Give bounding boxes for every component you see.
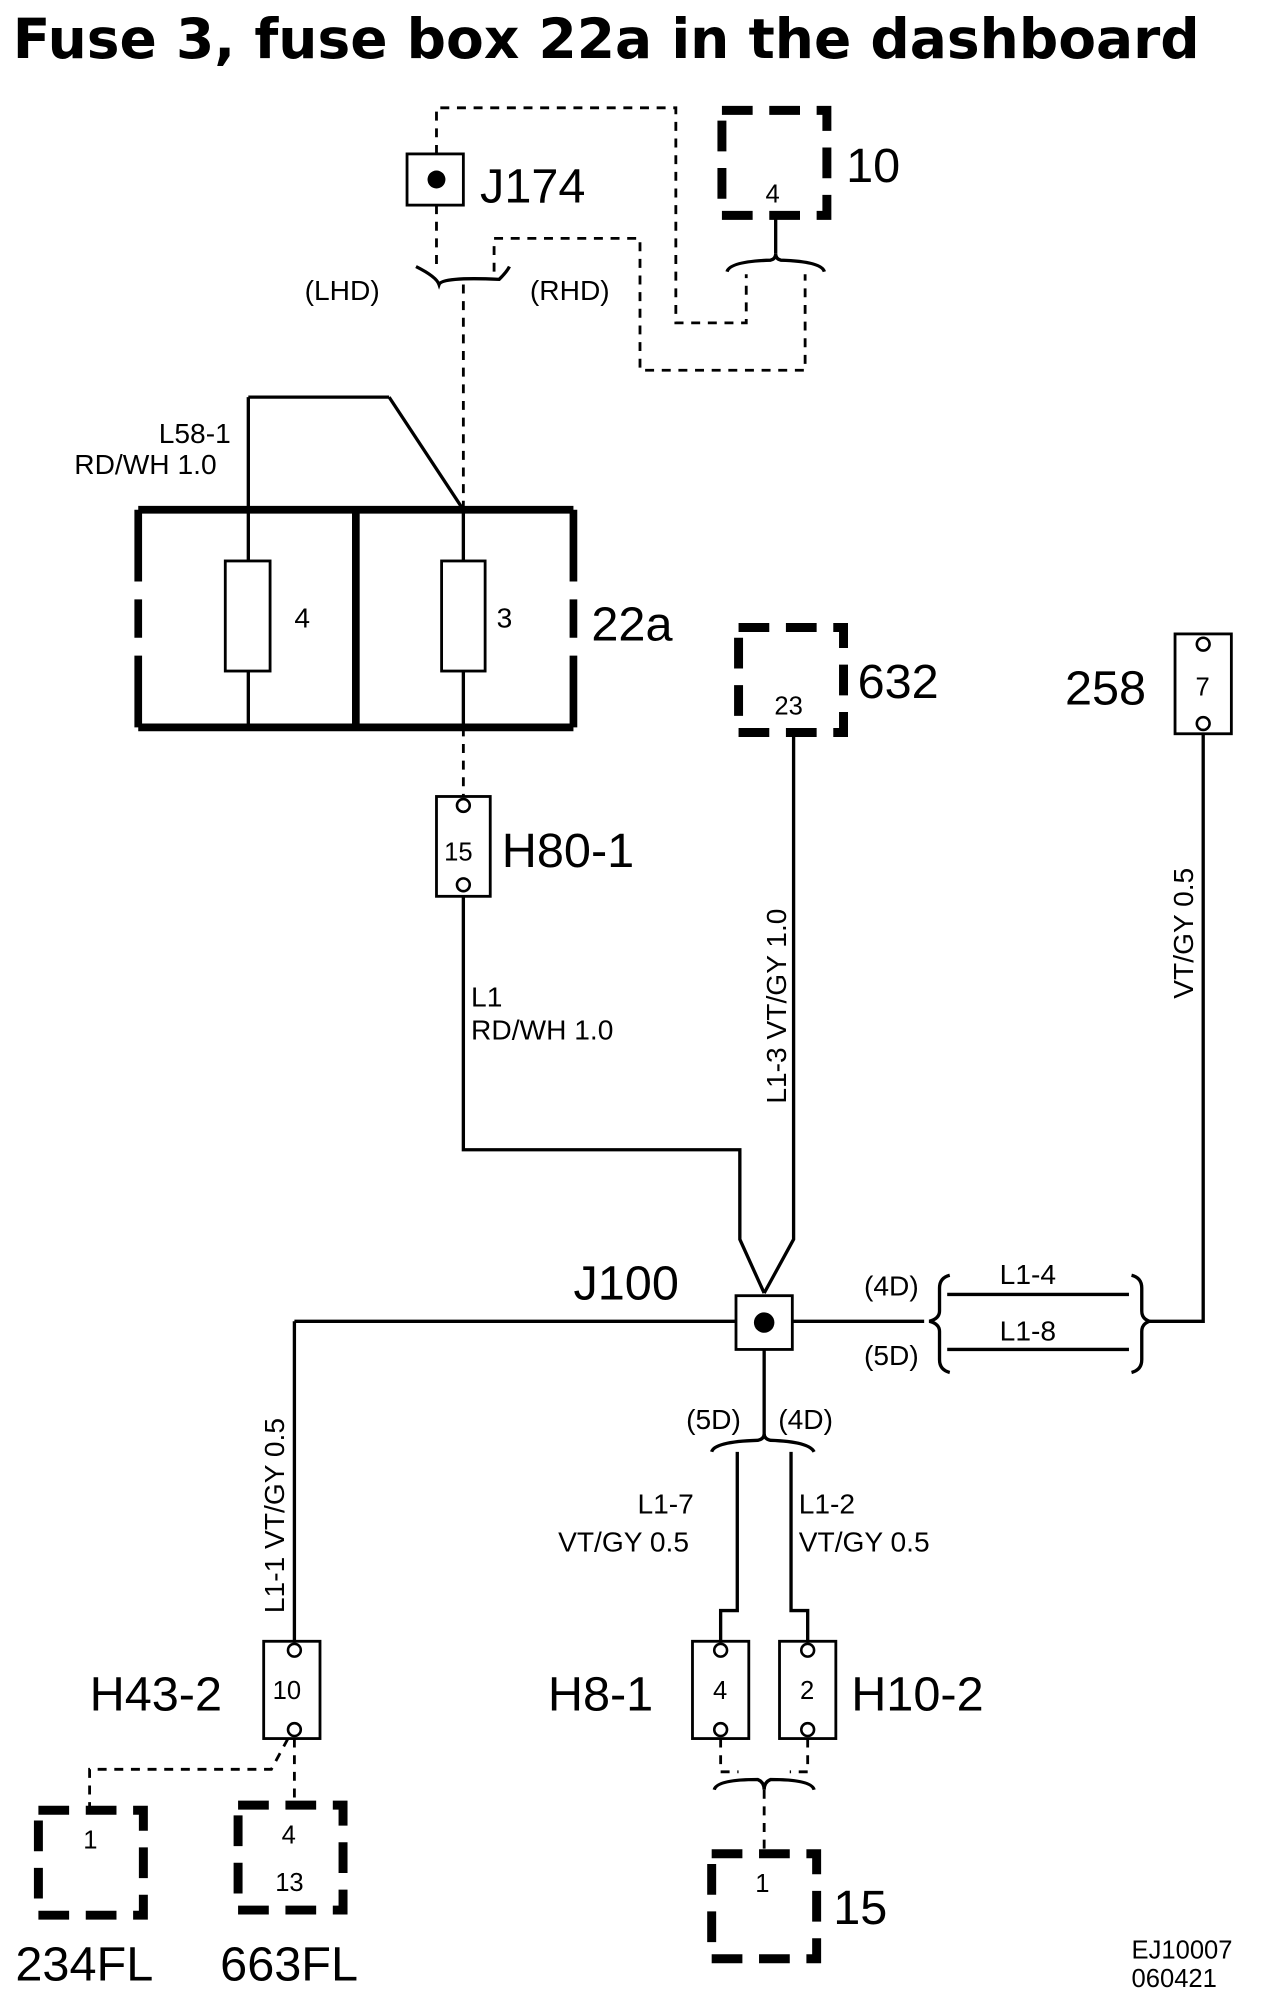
wire-l1-7-name: L1-7 (637, 1488, 693, 1519)
wire-258-label: VT/GY 0.5 (1168, 868, 1199, 999)
wire-l1-8-label: L1-8 (1000, 1315, 1056, 1346)
wire-l1-7 (718, 1451, 739, 1642)
fuse-box-22a (134, 505, 578, 732)
wire-l58-name: L58-1 (159, 418, 231, 449)
splice-j174-label: J174 (480, 160, 585, 214)
component-663fl-pin-13: 13 (275, 1869, 303, 1897)
connector-h43-2-label: H43-2 (90, 1667, 222, 1721)
fuse-3-label: 3 (497, 603, 513, 634)
component-234fl-box (33, 1805, 148, 1920)
reference-code: EJ10007 (1132, 1937, 1233, 1965)
component-663fl-pin-4: 4 (282, 1822, 296, 1850)
component-234fl-label: 234FL (15, 1937, 153, 1991)
splice-j100-label: J100 (573, 1257, 678, 1311)
connector-h8-1-label: H8-1 (548, 1667, 653, 1721)
wire-l1-3-label: L1-3 VT/GY 1.0 (761, 909, 792, 1104)
component-632-box (734, 623, 848, 737)
connector-258-pin: 7 (1196, 673, 1210, 701)
wire-l1-spec: RD/WH 1.0 (471, 1015, 613, 1046)
component-632-pin: 23 (774, 693, 802, 721)
component-10-pin: 4 (765, 181, 779, 209)
wire-l1-2-name: L1-2 (799, 1488, 855, 1519)
variant-4d-right: (4D) (864, 1271, 919, 1302)
wire-l1-name: L1 (471, 981, 502, 1012)
brace-left-4d-5d (928, 1273, 951, 1375)
wire-j174-to-10 (435, 106, 748, 325)
wire-h43-to-234fl (88, 1737, 290, 1808)
component-10-label: 10 (846, 139, 900, 193)
wire-h10-down (789, 1738, 810, 1774)
fuse-4-label: 4 (294, 603, 310, 634)
connector-h80-1-pin: 15 (444, 838, 472, 866)
wire-l58-spec: RD/WH 1.0 (74, 449, 216, 480)
wire-l58-diagonal (387, 396, 465, 511)
connector-h8-1-pin: 4 (713, 1677, 727, 1705)
wire-l1-3 (762, 732, 796, 1294)
connector-h10-2-pin: 2 (800, 1677, 814, 1705)
connector-h10-2-label: H10-2 (851, 1667, 983, 1721)
brace-h8-h10 (712, 1777, 816, 1791)
wire-l1-4-label: L1-4 (1000, 1259, 1056, 1290)
connector-258-label: 258 (1065, 661, 1146, 715)
variant-5d-bottom: (5D) (686, 1404, 741, 1435)
wire-l1-2 (789, 1451, 810, 1642)
wire-258 (1148, 733, 1205, 1323)
component-15-box (707, 1849, 822, 1964)
brace-lhd-rhd (415, 265, 511, 290)
wire-l1-1-label: L1-1 VT/GY 0.5 (259, 1418, 290, 1613)
fuse-box-label: 22a (591, 597, 673, 651)
reference-date: 060421 (1132, 1965, 1217, 1993)
variant-4d-bottom: (4D) (778, 1404, 833, 1435)
wire-l1-7-spec: VT/GY 0.5 (558, 1527, 689, 1558)
connector-h43-2 (262, 1639, 322, 1740)
component-15-label: 15 (833, 1881, 887, 1935)
splice-j174 (405, 152, 465, 207)
component-663fl-label: 663FL (220, 1937, 358, 1991)
variant-5d-right: (5D) (864, 1340, 919, 1371)
component-663fl-box (233, 1800, 348, 1915)
variant-rhd: (RHD) (530, 275, 610, 306)
wire-l1 (461, 896, 766, 1294)
wire-l1-2-spec: VT/GY 0.5 (799, 1527, 930, 1558)
diagram-title: Fuse 3, fuse box 22a in the dashboard (13, 7, 1200, 71)
brace-right-4d-5d (1131, 1273, 1155, 1375)
component-15-pin: 1 (755, 1870, 769, 1898)
component-234fl-pin: 1 (83, 1827, 97, 1855)
brace-bottom-5d-4d (710, 1433, 816, 1453)
connector-h80-1-label: H80-1 (502, 824, 634, 878)
variant-lhd: (LHD) (305, 275, 380, 306)
connector-h43-2-pin: 10 (273, 1677, 301, 1705)
fuse-3 (440, 559, 487, 673)
brace-10 (725, 253, 826, 273)
wire-h8-down (719, 1738, 739, 1774)
fuse-4 (223, 559, 272, 673)
component-632-label: 632 (858, 655, 939, 709)
